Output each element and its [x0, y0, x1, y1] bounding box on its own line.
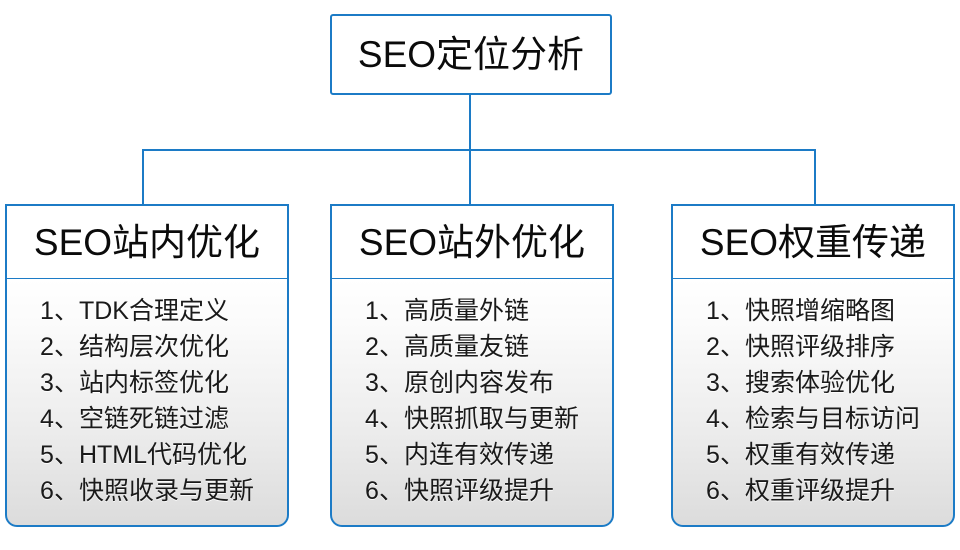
list-item: 3、站内标签优化 — [40, 369, 229, 397]
branch-body-3: 1、快照增缩略图 2、快照评级排序 3、搜索体验优化 4、检索与目标访问 5、权… — [671, 279, 955, 527]
list-item: 5、权重有效传递 — [706, 441, 895, 469]
list-item: 3、搜索体验优化 — [706, 369, 895, 397]
connector-drop-branch-2 — [469, 149, 471, 206]
list-item: 4、检索与目标访问 — [706, 405, 920, 433]
list-item: 1、高质量外链 — [365, 297, 529, 325]
list-item: 1、快照增缩略图 — [706, 297, 895, 325]
branch-header-2[interactable]: SEO站外优化 — [330, 204, 614, 280]
list-item: 6、快照收录与更新 — [40, 477, 254, 505]
branch-body-2: 1、高质量外链 2、高质量友链 3、原创内容发布 4、快照抓取与更新 5、内连有… — [330, 279, 614, 527]
list-item: 1、TDK合理定义 — [40, 297, 229, 325]
branch-header-label-1: SEO站内优化 — [33, 221, 261, 263]
branch-header-label-3: SEO权重传递 — [699, 221, 927, 263]
branch-column-1: SEO站内优化 1、TDK合理定义 2、结构层次优化 3、站内标签优化 4、空链… — [5, 204, 289, 527]
connector-root-stem — [469, 95, 471, 151]
list-item: 2、高质量友链 — [365, 333, 529, 361]
branch-body-1: 1、TDK合理定义 2、结构层次优化 3、站内标签优化 4、空链死链过滤 5、H… — [5, 279, 289, 527]
branch-item-list-2: 1、高质量外链 2、高质量友链 3、原创内容发布 4、快照抓取与更新 5、内连有… — [365, 293, 579, 509]
branch-header-1[interactable]: SEO站内优化 — [5, 204, 289, 280]
connector-drop-branch-1 — [142, 149, 144, 206]
branch-header-label-2: SEO站外优化 — [358, 221, 586, 263]
list-item: 5、HTML代码优化 — [40, 441, 248, 469]
branch-header-3[interactable]: SEO权重传递 — [671, 204, 955, 280]
list-item: 2、快照评级排序 — [706, 333, 895, 361]
root-node[interactable]: SEO定位分析 — [330, 14, 612, 95]
branch-item-list-3: 1、快照增缩略图 2、快照评级排序 3、搜索体验优化 4、检索与目标访问 5、权… — [706, 293, 920, 509]
connector-drop-branch-3 — [814, 149, 816, 206]
branch-column-2: SEO站外优化 1、高质量外链 2、高质量友链 3、原创内容发布 4、快照抓取与… — [330, 204, 614, 527]
list-item: 3、原创内容发布 — [365, 369, 554, 397]
list-item: 6、权重评级提升 — [706, 477, 895, 505]
branch-column-3: SEO权重传递 1、快照增缩略图 2、快照评级排序 3、搜索体验优化 4、检索与… — [671, 204, 955, 527]
list-item: 5、内连有效传递 — [365, 441, 554, 469]
root-node-label: SEO定位分析 — [357, 34, 585, 75]
list-item: 4、空链死链过滤 — [40, 405, 229, 433]
list-item: 4、快照抓取与更新 — [365, 405, 579, 433]
list-item: 2、结构层次优化 — [40, 333, 229, 361]
branch-item-list-1: 1、TDK合理定义 2、结构层次优化 3、站内标签优化 4、空链死链过滤 5、H… — [40, 293, 254, 509]
connector-horizontal-bus — [142, 149, 816, 151]
list-item: 6、快照评级提升 — [365, 477, 554, 505]
